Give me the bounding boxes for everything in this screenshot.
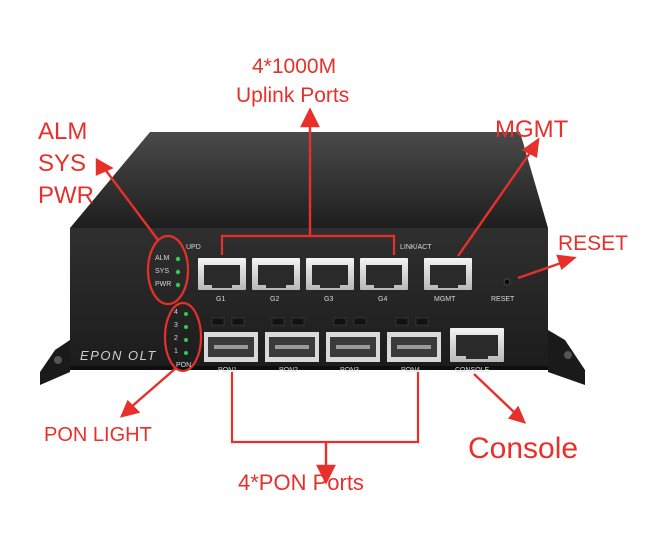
led-alm — [175, 256, 181, 262]
brand-label: EPON OLT — [80, 348, 157, 363]
uplink-port-g1 — [198, 258, 246, 290]
reset-port-label: RESET — [491, 296, 515, 303]
pon-port-4 — [387, 332, 441, 362]
uplink-label-g1: G1 — [216, 296, 226, 303]
arrow-console — [473, 373, 517, 415]
callout-ellipse-status — [146, 234, 190, 306]
callout-uplink-count: 4*1000M — [252, 55, 337, 78]
callout-uplink-title: Uplink Ports — [236, 84, 350, 107]
uplink-label-g2: G2 — [270, 296, 280, 303]
pon-led-number-3: 3 — [174, 322, 178, 329]
callout-bracket-pon — [230, 372, 420, 444]
pon-port-2 — [265, 332, 319, 362]
pon-port-label-4: PON4 — [401, 367, 421, 374]
led-pon-3 — [184, 325, 188, 329]
pon-port-1 — [204, 332, 258, 362]
arrow-pon-light — [129, 367, 177, 409]
pon-port-label-1: PON1 — [218, 367, 238, 374]
pon-port-label-2: PON2 — [279, 367, 299, 374]
led-label-alm: ALM — [155, 255, 170, 262]
callout-pon-light: PON LIGHT — [44, 424, 152, 446]
link-act-label: LINK/ACT — [400, 244, 432, 251]
reset-hole — [503, 278, 511, 286]
pon-port-label-3: PON3 — [340, 367, 360, 374]
pon-led-label: PON — [176, 362, 192, 369]
arrow-reset — [517, 260, 565, 280]
pon-led-number-2: 2 — [174, 335, 178, 342]
uplink-port-g2 — [252, 258, 300, 290]
uplink-label-g3: G3 — [324, 296, 334, 303]
led-pon-4 — [184, 312, 188, 316]
uplink-label-g4: G4 — [378, 296, 388, 303]
pon-port-3 — [326, 332, 380, 362]
callout-pon-ports: 4*PON Ports — [238, 470, 364, 495]
callout-alm: ALM — [38, 118, 88, 145]
console-port-label: CONSOLE — [455, 367, 490, 374]
callout-console: Console — [468, 432, 579, 465]
led-pon-1 — [184, 351, 188, 355]
uplink-port-g3 — [306, 258, 354, 290]
arrow-status — [103, 167, 159, 241]
callout-bracket-uplink — [220, 234, 396, 255]
uplink-port-g4 — [360, 258, 408, 290]
callout-ellipse-pon — [163, 301, 203, 373]
pon-led-number-1: 1 — [174, 348, 178, 355]
callout-mgmt: MGMT — [495, 116, 569, 143]
led-pwr — [175, 282, 181, 288]
arrow-mgmt — [457, 149, 533, 257]
console-port — [450, 328, 504, 362]
callout-pwr: PWR — [38, 182, 94, 209]
led-sys — [175, 269, 181, 275]
mgmt-port — [424, 258, 472, 290]
callout-sys: SYS — [38, 150, 87, 177]
pon-led-number-4: 4 — [174, 309, 178, 316]
led-label-pwr: PWR — [155, 281, 172, 288]
callout-reset: RESET — [558, 232, 629, 255]
led-label-sys: SYS — [155, 268, 170, 275]
mgmt-port-label: MGMT — [434, 296, 456, 303]
led-pon-2 — [184, 338, 188, 342]
upd-label: UPD — [186, 244, 201, 251]
